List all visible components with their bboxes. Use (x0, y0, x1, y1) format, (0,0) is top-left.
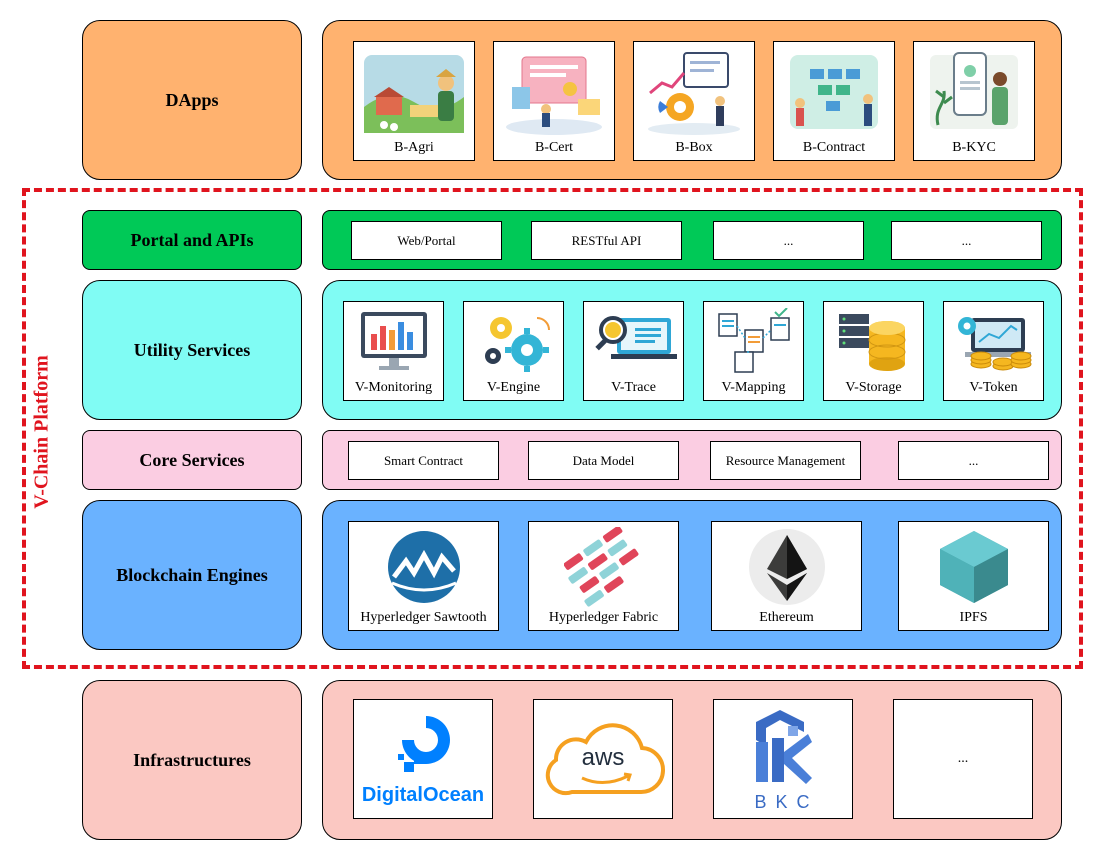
utility-label-box: Utility Services (82, 280, 302, 420)
utility-label-storage: V-Storage (845, 380, 902, 395)
gears-icon (470, 308, 557, 376)
dapp-label-cert: B-Cert (534, 140, 574, 155)
dapps-label-box: DApps (82, 20, 302, 180)
engines-label: Blockchain Engines (116, 564, 268, 585)
digitalocean-logo-icon (398, 716, 450, 772)
utility-card-token[interactable]: V-Token (943, 301, 1044, 401)
utility-label-trace: V-Trace (611, 380, 656, 395)
kyc-phone-icon (920, 48, 1028, 136)
dapp-label-kyc: B-KYC (952, 140, 996, 155)
portal-item-more-1[interactable]: ... (713, 221, 864, 260)
utility-label: Utility Services (133, 339, 251, 360)
fabric-logo-icon (535, 527, 672, 607)
infra-label-box: Infrastructures (82, 680, 302, 840)
portal-label: Portal and APIs (130, 229, 254, 250)
engine-label-ipfs: IPFS (959, 610, 988, 625)
digitalocean-wordmark: DigitalOcean (361, 784, 485, 806)
engine-card-sawtooth[interactable]: Hyperledger Sawtooth (348, 521, 499, 631)
utility-label-mapping: V-Mapping (721, 380, 786, 395)
dapps-container: B-Agri B-Cert (322, 20, 1062, 180)
bkc-logo-icon (756, 710, 812, 784)
bkc-wordmark: B K C (754, 792, 812, 812)
infra-card-aws[interactable]: aws (533, 699, 673, 819)
database-server-icon (830, 308, 917, 376)
engines-container: Hyperledger Sawtooth Hyperl (322, 500, 1062, 650)
engine-card-ipfs[interactable]: IPFS (898, 521, 1049, 631)
engine-card-ethereum[interactable]: Ethereum (711, 521, 862, 631)
core-item-smart-contract[interactable]: Smart Contract (348, 441, 499, 480)
utility-card-engine[interactable]: V-Engine (463, 301, 564, 401)
platform-boundary (22, 188, 1083, 669)
dapp-card-contract[interactable]: B-Contract (773, 41, 895, 161)
utility-label-token: V-Token (969, 380, 1018, 395)
portal-item-rest-api[interactable]: RESTful API (531, 221, 682, 260)
dapp-card-box[interactable]: B-Box (633, 41, 755, 161)
core-label-box: Core Services (82, 430, 302, 490)
dapp-card-agri[interactable]: B-Agri (353, 41, 475, 161)
utility-label-engine: V-Engine (486, 380, 541, 395)
contract-icon (780, 48, 888, 136)
engine-card-fabric[interactable]: Hyperledger Fabric (528, 521, 679, 631)
engine-label-sawtooth: Hyperledger Sawtooth (360, 610, 487, 625)
dapp-label-box: B-Box (675, 140, 713, 155)
engines-label-box: Blockchain Engines (82, 500, 302, 650)
engine-label-ethereum: Ethereum (759, 610, 814, 625)
dapp-card-cert[interactable]: B-Cert (493, 41, 615, 161)
monitor-chart-icon (350, 308, 437, 376)
infra-card-more[interactable]: ... (893, 699, 1033, 819)
utility-card-mapping[interactable]: V-Mapping (703, 301, 804, 401)
core-item-more[interactable]: ... (898, 441, 1049, 480)
box-analytics-icon (640, 48, 748, 136)
utility-card-monitoring[interactable]: V-Monitoring (343, 301, 444, 401)
utility-card-trace[interactable]: V-Trace (583, 301, 684, 401)
portal-item-more-2[interactable]: ... (891, 221, 1042, 260)
utility-card-storage[interactable]: V-Storage (823, 301, 924, 401)
core-item-resource-management[interactable]: Resource Management (710, 441, 861, 480)
engine-label-fabric: Hyperledger Fabric (548, 610, 659, 625)
dapp-card-kyc[interactable]: B-KYC (913, 41, 1035, 161)
aws-cloud-logo-icon (545, 723, 665, 796)
dapp-label-agri: B-Agri (394, 140, 434, 155)
core-label: Core Services (139, 449, 245, 470)
utility-label-monitoring: V-Monitoring (354, 380, 433, 395)
infra-more-label: ... (957, 751, 969, 766)
dapps-label: DApps (165, 89, 219, 110)
infra-card-digitalocean[interactable]: DigitalOcean (353, 699, 493, 819)
core-container: Smart Contract Data Model Resource Manag… (322, 430, 1062, 490)
portal-item-web[interactable]: Web/Portal (351, 221, 502, 260)
certificate-icon (500, 48, 608, 136)
documents-mapping-icon (710, 308, 797, 376)
portal-container: Web/Portal RESTful API ... ... (322, 210, 1062, 270)
core-item-data-model[interactable]: Data Model (528, 441, 679, 480)
portal-label-box: Portal and APIs (82, 210, 302, 270)
coins-laptop-icon (950, 308, 1037, 376)
dapp-label-contract: B-Contract (802, 140, 866, 155)
infra-container: DigitalOcean aws B K C ... (322, 680, 1062, 840)
farmer-icon (360, 48, 468, 136)
aws-wordmark: aws (581, 744, 625, 771)
infra-label: Infrastructures (133, 749, 251, 770)
ipfs-cube-icon (905, 528, 1042, 606)
infra-card-bkc[interactable]: B K C (713, 699, 853, 819)
ethereum-logo-icon (718, 528, 855, 606)
sawtooth-logo-icon (355, 528, 492, 606)
magnifier-laptop-icon (590, 308, 677, 376)
utility-container: V-Monitoring V-Engine (322, 280, 1062, 420)
